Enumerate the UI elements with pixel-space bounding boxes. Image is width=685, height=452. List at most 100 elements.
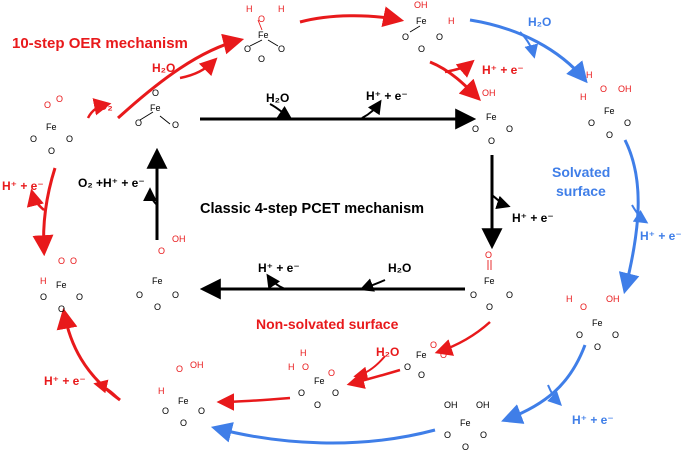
red-h2o-lower (353, 355, 386, 381)
fe-species-classic-top-right: OH Fe O O O (472, 88, 513, 146)
svg-text:O: O (470, 290, 477, 300)
svg-text:OH: OH (476, 400, 490, 410)
svg-text:O: O (402, 32, 409, 42)
svg-text:O: O (56, 94, 63, 104)
svg-text:Fe: Fe (46, 122, 57, 132)
black-h2o-in-bottom (359, 278, 386, 292)
svg-text:OH: OH (606, 294, 620, 304)
h-black-right: H⁺ + e⁻ (512, 211, 554, 225)
svg-text:OH: OH (414, 0, 428, 10)
fe-species-bottom-right: OH OH Fe O O O (444, 400, 490, 452)
svg-text:Fe: Fe (416, 350, 427, 360)
svg-text:O: O (332, 388, 339, 398)
svg-text:H: H (278, 4, 285, 14)
svg-text:O: O (40, 292, 47, 302)
svg-text:O: O (76, 292, 83, 302)
svg-text:O: O (258, 14, 265, 24)
svg-text:O: O (404, 362, 411, 372)
h-red-left: H⁺ + e⁻ (2, 179, 44, 193)
svg-text:Fe: Fe (258, 30, 269, 40)
svg-text:O: O (576, 330, 583, 340)
svg-text:O: O (488, 136, 495, 146)
svg-text:O: O (70, 256, 77, 266)
o2-red: O₂ (98, 99, 113, 113)
red-arc-down (429, 60, 481, 101)
svg-text:OH: OH (618, 84, 632, 94)
h2o-black-top: H₂O (266, 91, 289, 105)
svg-text:O: O (480, 430, 487, 440)
svg-text:O: O (418, 44, 425, 54)
svg-text:Fe: Fe (56, 280, 67, 290)
red-o2-out (86, 98, 112, 119)
h2o-red-top: H₂O (152, 61, 175, 75)
svg-text:H: H (40, 276, 47, 286)
svg-text:O: O (136, 290, 143, 300)
red-arc-top-left (116, 33, 245, 120)
svg-text:OH: OH (172, 234, 186, 244)
blue-arc-bottom (210, 422, 436, 445)
svg-text:O: O (278, 44, 285, 54)
black-h-out-bottom (266, 273, 286, 290)
svg-text:O: O (430, 340, 437, 350)
red-lower-2 (346, 368, 401, 389)
black-h2o-in (269, 103, 293, 120)
svg-text:O: O (486, 302, 493, 312)
h2o-blue: H₂O (528, 15, 551, 29)
fe-species-classic-top-left: Fe O O O (135, 88, 179, 130)
svg-text:O: O (66, 134, 73, 144)
classic-title: Classic 4-step PCET mechanism (200, 201, 424, 217)
red-arc-top (299, 6, 405, 28)
svg-text:Fe: Fe (314, 376, 325, 386)
fe-species-right-solvated-1: H O OH H Fe O O O (580, 70, 632, 140)
red-lower-1 (434, 321, 491, 356)
svg-text:O: O (588, 118, 595, 128)
svg-text:O: O (158, 246, 165, 256)
svg-text:O: O (172, 290, 179, 300)
svg-text:Fe: Fe (150, 103, 161, 113)
svg-text:O: O (612, 330, 619, 340)
svg-text:O: O (314, 400, 321, 410)
svg-text:O: O (176, 364, 183, 374)
svg-text:O: O (48, 146, 55, 156)
svg-text:O: O (462, 442, 469, 452)
svg-text:Fe: Fe (592, 318, 603, 328)
fe-species-bottom-left-ooh: O OH H Fe O O O (158, 360, 205, 428)
svg-text:H: H (448, 16, 455, 26)
svg-text:O: O (624, 118, 631, 128)
black-h-out-top (361, 99, 382, 119)
h-red-top: H⁺ + e⁻ (482, 63, 524, 77)
h-blue-2: H⁺ + e⁻ (572, 413, 614, 427)
svg-text:O: O (328, 368, 335, 378)
fe-species-lower-h2o-peroxo: H H O Fe O O O O (288, 348, 339, 410)
oer-title: 10-step OER mechanism (12, 35, 188, 52)
surface-label: surface (556, 183, 606, 199)
red-arc-left-down (32, 167, 57, 257)
svg-text:O: O (44, 100, 51, 110)
svg-text:H: H (580, 92, 587, 102)
svg-text:O: O (436, 32, 443, 42)
blue-arc-top-right (469, 18, 588, 84)
svg-text:H: H (246, 4, 253, 14)
svg-text:Fe: Fe (178, 396, 189, 406)
svg-text:O: O (58, 256, 65, 266)
h-red-lower: H⁺ + e⁻ (44, 374, 86, 388)
svg-text:H: H (158, 386, 165, 396)
red-lower-3 (216, 393, 291, 411)
svg-text:Fe: Fe (416, 16, 427, 26)
svg-text:O: O (198, 406, 205, 416)
svg-text:O: O (172, 120, 179, 130)
svg-text:O: O (58, 304, 65, 314)
svg-text:O: O (152, 88, 159, 98)
svg-text:Fe: Fe (460, 418, 471, 428)
h-black-top: H⁺ + e⁻ (366, 89, 408, 103)
svg-text:H: H (586, 70, 593, 80)
fe-species-lower-peroxo: Fe O O O O (404, 340, 447, 380)
h-black-bottom: H⁺ + e⁻ (258, 261, 300, 275)
h-blue-1: H⁺ + e⁻ (640, 229, 682, 243)
svg-text:Fe: Fe (486, 112, 497, 122)
blue-arc-right-lower (501, 344, 587, 424)
fe-species-top-right: OH Fe O O O H (402, 0, 455, 54)
red-h-out-left (26, 188, 45, 211)
svg-text:O: O (162, 406, 169, 416)
svg-text:O: O (440, 350, 447, 360)
